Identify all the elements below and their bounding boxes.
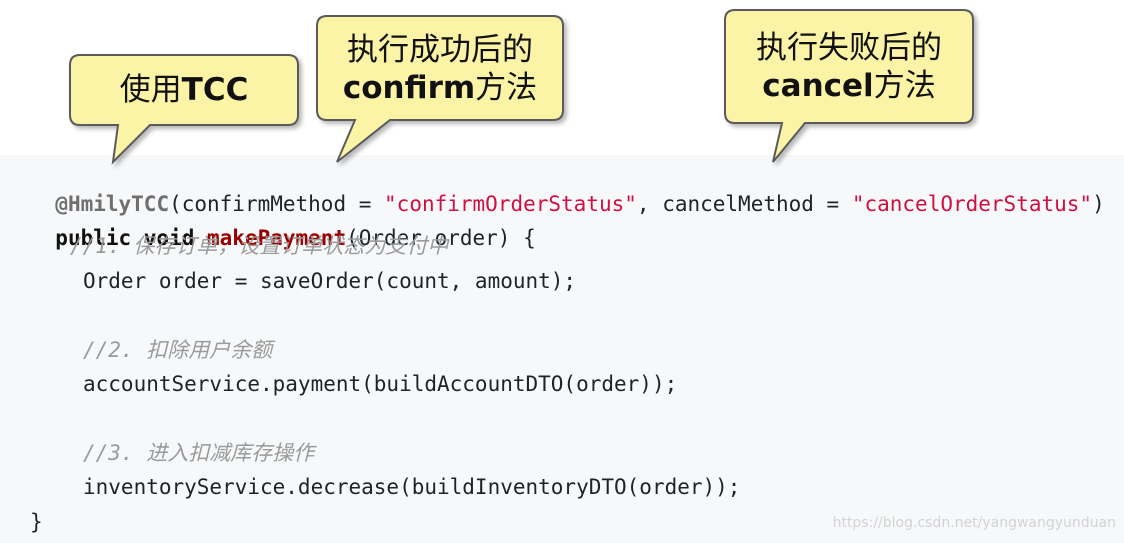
callout-confirm-bubble [316, 15, 564, 163]
comment-deduct-balance: //2. 扣除用户余额 [83, 338, 273, 362]
callout-cancel-bubble [724, 9, 974, 163]
callout-use-tcc-cn: 使用 [119, 72, 182, 108]
annotation-close: ) [1092, 192, 1105, 216]
callout-cancel-line1: 执行失败后的 [756, 30, 942, 66]
keyword-public-void: public void [55, 226, 208, 250]
annotation-open: (confirmMethod = [169, 192, 385, 216]
comment-save-order: //1. 保存订单，设置订单状态为支付中 [70, 234, 449, 258]
callout-use-tcc-text: 使用TCC [70, 71, 298, 109]
callout-layer [69, 9, 974, 165]
callout-cancel-suffix: 方法 [873, 68, 936, 104]
callout-cancel-text: 执行失败后的 cancel方法 [725, 29, 973, 105]
callout-confirm-line1: 执行成功后的 [347, 32, 533, 68]
code-line-signature: public void makePayment(Order order) { [30, 199, 536, 251]
code-line-save-order: Order order = saveOrder(count, amount); [83, 269, 577, 293]
watermark-url: https://blog.csdn.net/yangwangyunduan [832, 515, 1116, 531]
code-line-close-brace: } [30, 510, 43, 534]
code-line-annotation: @HmilyTCC(confirmMethod = "confirmOrderS… [30, 165, 1105, 217]
callout-confirm-text: 执行成功后的 confirm方法 [317, 31, 563, 107]
callout-confirm-method: confirm [342, 70, 476, 106]
callout-confirm-suffix: 方法 [475, 70, 538, 106]
annotation-hmilytcc: @HmilyTCC [55, 192, 170, 216]
code-line-inventory-decrease: inventoryService.decrease(buildInventory… [83, 475, 741, 499]
annotation-mid: , cancelMethod = [636, 192, 852, 216]
method-name: makePayment [207, 226, 347, 250]
callout-cancel-line2: cancel方法 [725, 67, 973, 105]
signature-rest: (Order order) { [346, 226, 536, 250]
callout-confirm-line2: confirm方法 [317, 69, 563, 107]
callout-cancel-method: cancel [762, 68, 874, 104]
callout-use-tcc-en: TCC [181, 72, 249, 108]
callout-use-tcc-bubble [69, 54, 299, 165]
code-block [0, 155, 1124, 543]
code-line-account-payment: accountService.payment(buildAccountDTO(o… [83, 372, 678, 396]
cancel-method-string: "cancelOrderStatus" [851, 192, 1093, 216]
confirm-method-string: "confirmOrderStatus" [384, 192, 637, 216]
comment-decrease-inventory: //3. 进入扣减库存操作 [83, 441, 315, 465]
